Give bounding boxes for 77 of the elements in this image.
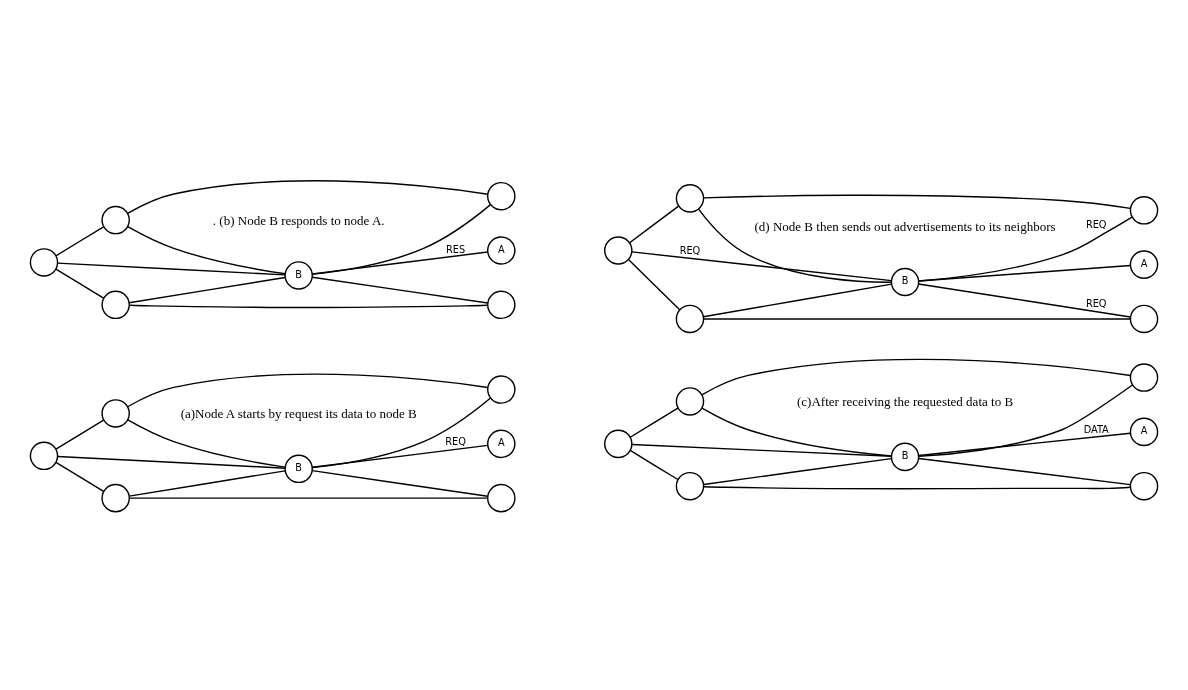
edge-label: REQ (679, 244, 701, 256)
connector (126, 373, 489, 408)
edge-label: REQ (1085, 298, 1107, 310)
connector (55, 461, 105, 493)
connector (918, 384, 1134, 458)
connector (703, 486, 1131, 490)
node-circle (487, 375, 516, 404)
node-circle: A (1129, 417, 1159, 447)
edge-label: REQ (445, 436, 466, 448)
node-circle (675, 387, 705, 416)
node-circle (487, 181, 516, 211)
connector (56, 262, 286, 276)
node-circle (604, 236, 633, 265)
node-circle (487, 483, 516, 513)
connector (629, 449, 679, 481)
node-circle (1129, 304, 1159, 334)
connector (311, 251, 489, 275)
node-circle (1129, 471, 1159, 501)
node-circle: A (487, 236, 516, 265)
connector (55, 226, 105, 257)
node-circle (29, 248, 59, 277)
connector (628, 205, 680, 244)
label: (d) Node B then sends out advertisements to its neighbors (754, 219, 1056, 235)
label: (a)Node A starts by request its data to node B (180, 405, 417, 421)
connector (631, 443, 892, 457)
connector (701, 358, 1132, 396)
connector (917, 283, 1132, 318)
connector (126, 180, 489, 215)
node-circle (1129, 363, 1159, 392)
connector (702, 194, 1132, 210)
connector (128, 304, 489, 309)
connector (311, 203, 492, 275)
node-circle (675, 304, 705, 334)
node-circle: A (1129, 250, 1159, 279)
node-circle (675, 471, 705, 501)
connector (918, 457, 1132, 486)
node-circle (101, 483, 130, 513)
connector (127, 419, 286, 468)
node-circle: B (890, 442, 920, 472)
connector (629, 407, 679, 438)
node-circle (29, 441, 59, 471)
connector (311, 444, 489, 468)
connector (311, 276, 489, 304)
connector (127, 225, 286, 275)
connector (918, 432, 1132, 457)
connector (918, 216, 1133, 282)
edge-label: REQ (1085, 218, 1107, 230)
node-circle: B (284, 454, 313, 484)
node-circle (101, 205, 130, 235)
connector (55, 268, 105, 299)
node-circle (604, 429, 633, 459)
connector (701, 407, 892, 457)
connector (702, 283, 893, 318)
connector (628, 259, 681, 311)
connector (128, 276, 286, 304)
connector (697, 208, 893, 283)
node-circle: B (284, 261, 313, 290)
connector (703, 457, 893, 486)
edge-label: DATA (1083, 424, 1109, 436)
node-circle (487, 290, 516, 320)
connector (128, 497, 489, 499)
edge-label: RES (446, 243, 466, 255)
connector (55, 419, 105, 450)
connector (311, 469, 489, 498)
label: . (b) Node B responds to node A. (212, 212, 385, 228)
connector (702, 318, 1131, 320)
node-circle (675, 184, 705, 213)
node-circle (101, 399, 130, 428)
label: (c)After receiving the requested data to B (796, 393, 1014, 409)
node-circle (1129, 196, 1159, 225)
node-circle (101, 290, 130, 320)
connector (631, 251, 893, 282)
connector (311, 397, 492, 469)
node-circle: B (890, 267, 920, 297)
node-circle: A (487, 429, 516, 459)
connector (128, 470, 286, 497)
connector (56, 455, 286, 469)
